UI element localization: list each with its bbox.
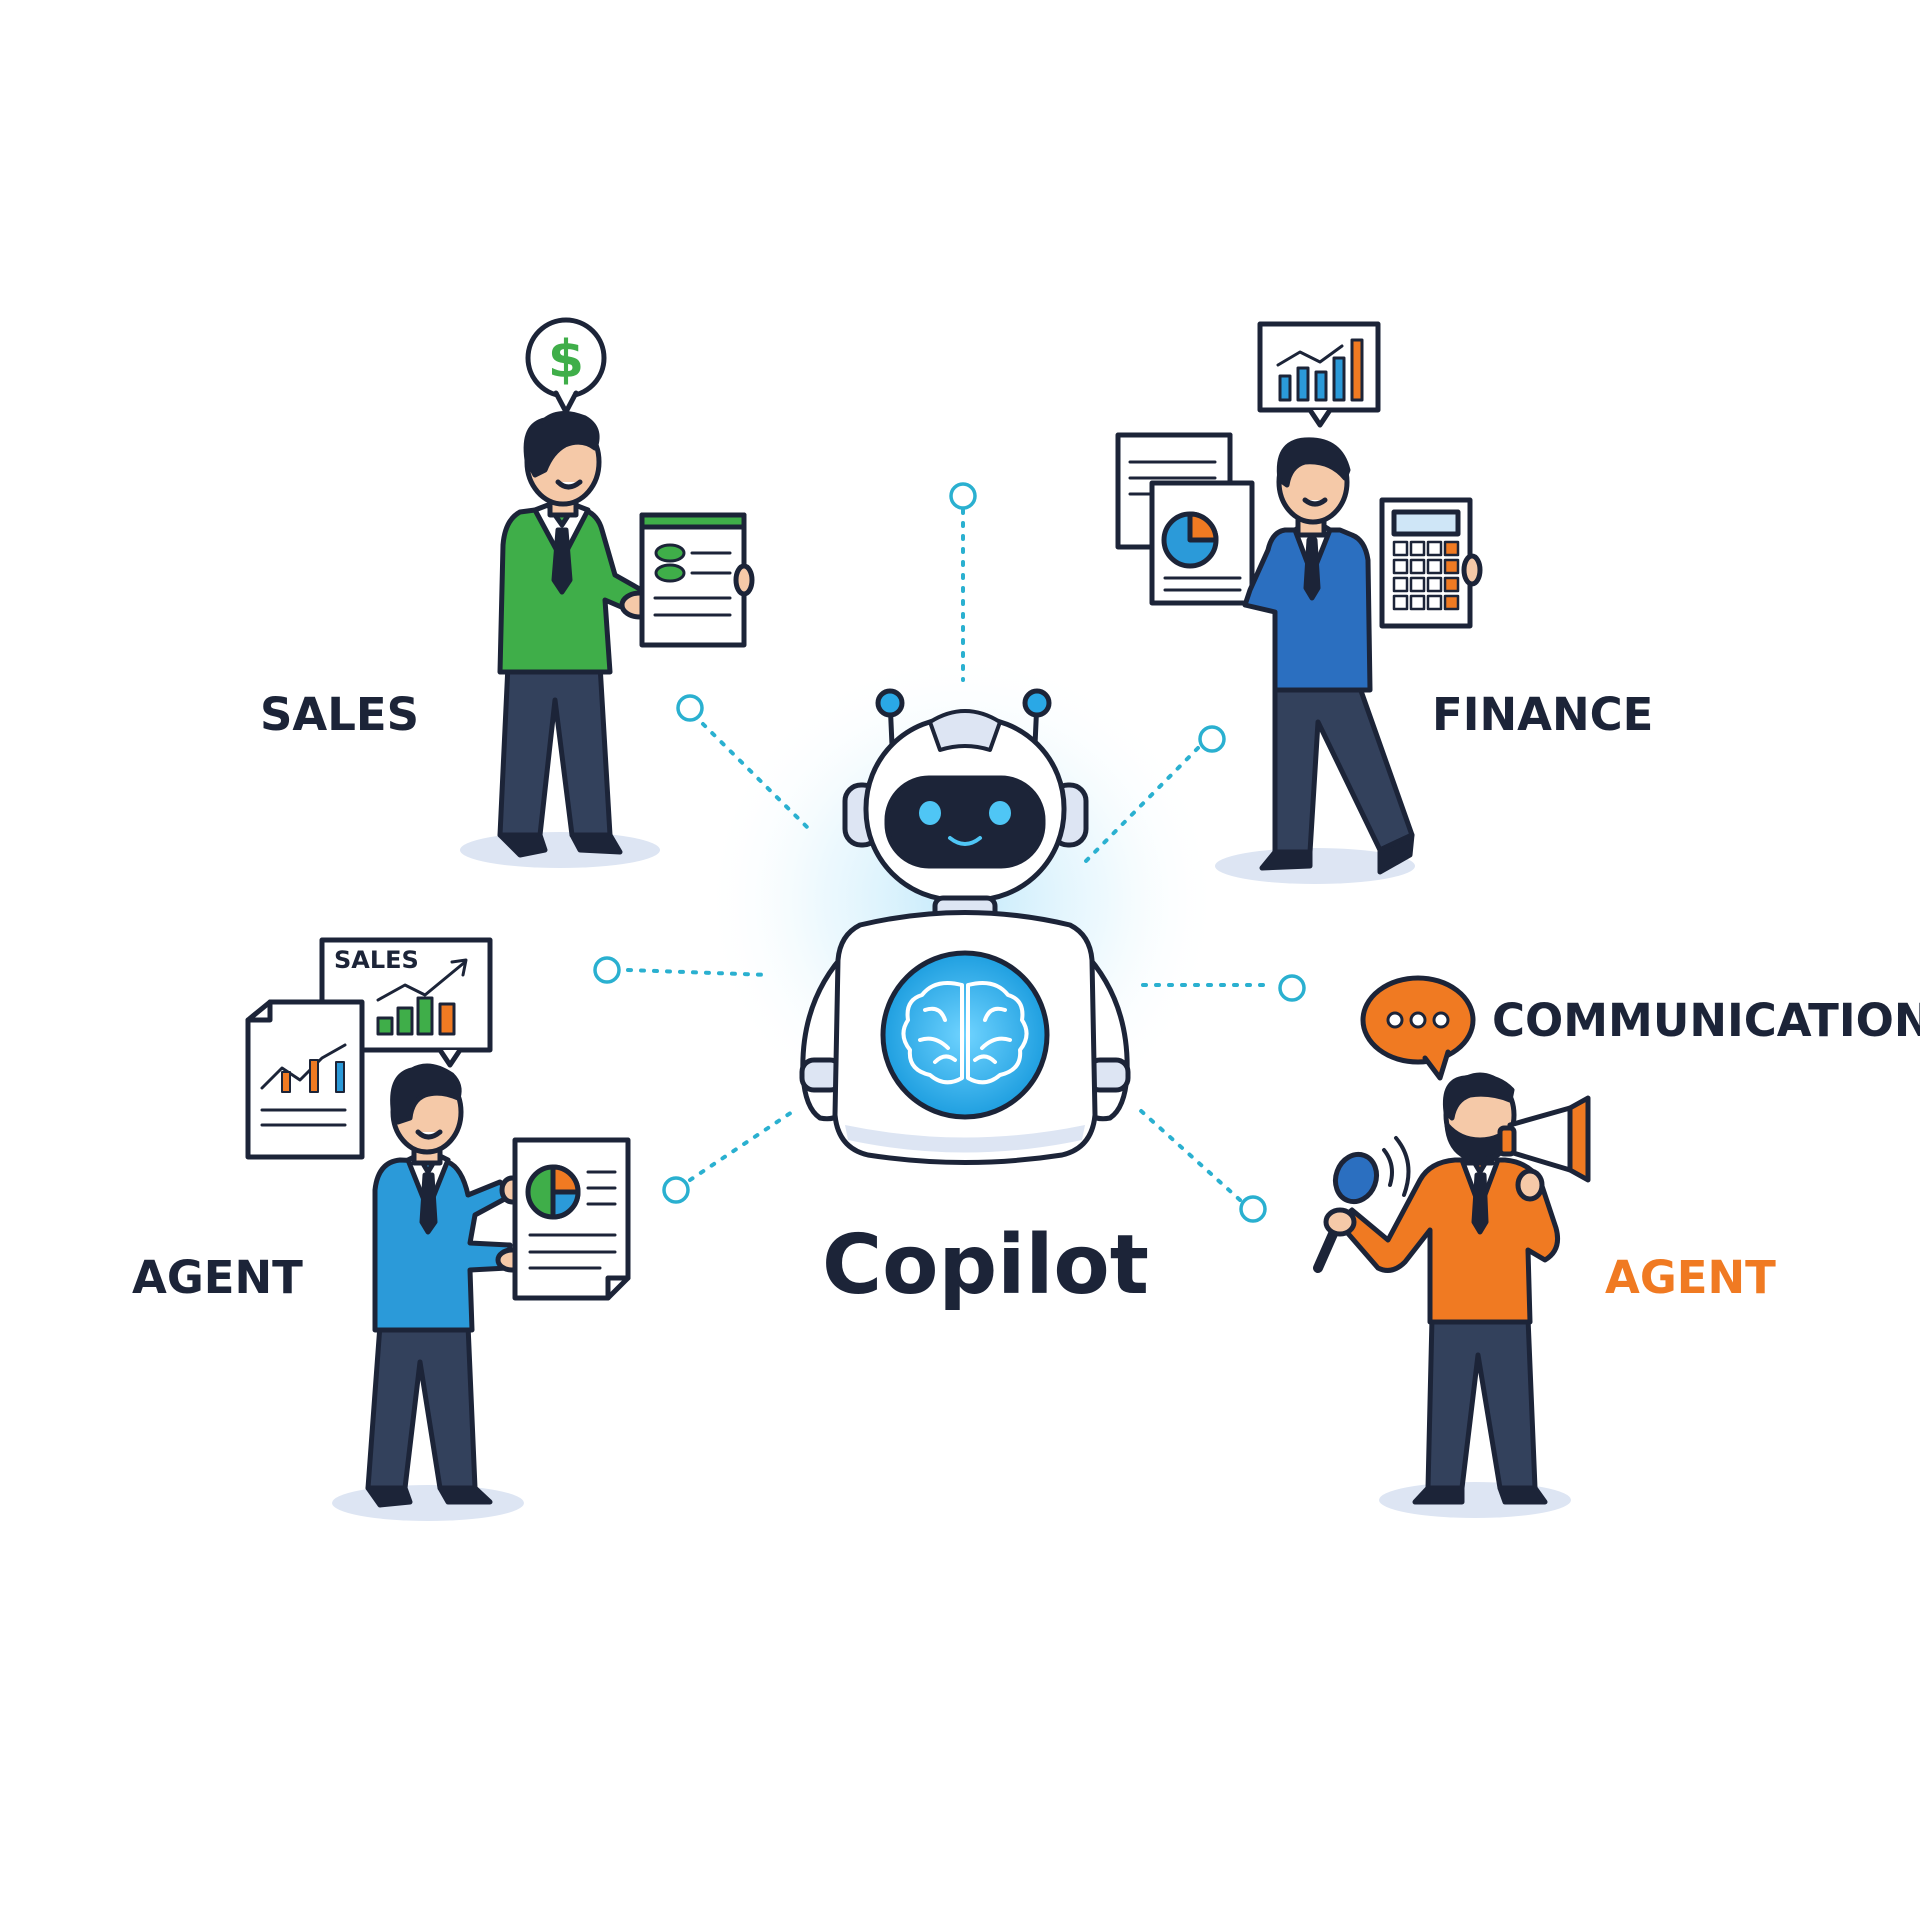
agent-left-document-front bbox=[512, 1137, 631, 1301]
connectors bbox=[626, 508, 1272, 1202]
copilot-robot bbox=[799, 688, 1131, 1165]
agent-right-legs bbox=[1425, 1315, 1538, 1491]
microphone-icon bbox=[1313, 1136, 1411, 1273]
robot-eye-right bbox=[989, 801, 1011, 825]
sales-doc-oval-bottom bbox=[654, 563, 686, 583]
sales-doc-oval-top bbox=[654, 543, 686, 563]
megaphone-icon bbox=[1497, 1095, 1591, 1183]
finance-chart-bubble bbox=[1257, 321, 1381, 428]
label-finance: FINANCE bbox=[1432, 688, 1654, 741]
node-upper-right bbox=[1198, 725, 1226, 753]
robot-smile bbox=[948, 836, 982, 846]
agent-right-figure bbox=[1313, 975, 1591, 1518]
sales-figure: $ bbox=[460, 317, 755, 868]
agent-left-figure: SALES bbox=[245, 937, 631, 1521]
node-left bbox=[593, 956, 621, 984]
speech-bubble-icon bbox=[1360, 975, 1476, 1081]
finance-jacket bbox=[1242, 527, 1373, 693]
pie-chart-icon bbox=[1161, 511, 1219, 569]
node-upper-left bbox=[676, 694, 704, 722]
connector-left bbox=[626, 968, 772, 977]
agent-left-shadow bbox=[332, 1485, 524, 1521]
robot-chest-screen bbox=[880, 950, 1050, 1120]
agent-left-jacket bbox=[372, 1157, 515, 1333]
sales-legs bbox=[497, 662, 613, 838]
node-right bbox=[1278, 974, 1306, 1002]
sales-document bbox=[639, 512, 747, 648]
calculator-icon bbox=[1379, 497, 1473, 629]
connector-lower-right bbox=[1138, 1108, 1242, 1202]
finance-shadow bbox=[1215, 848, 1415, 884]
node-lower-right bbox=[1239, 1195, 1267, 1223]
robot-face-screen bbox=[884, 775, 1046, 869]
connector-lower-left bbox=[688, 1108, 797, 1182]
agent-left-document-back bbox=[245, 999, 365, 1160]
node-lower-left bbox=[662, 1176, 690, 1204]
finance-legs bbox=[1272, 685, 1415, 855]
sales-chart-word: SALES bbox=[334, 946, 419, 974]
connector-upper-left bbox=[701, 722, 812, 832]
hub-title: Copilot bbox=[822, 1218, 1149, 1313]
label-sales: SALES bbox=[260, 688, 420, 741]
antenna-left-tip bbox=[875, 688, 905, 718]
antenna-right-tip bbox=[1022, 688, 1052, 718]
label-agent-right: AGENT bbox=[1605, 1251, 1776, 1304]
label-communication: COMMUNICATION bbox=[1492, 994, 1920, 1047]
brain-icon bbox=[901, 981, 1029, 1085]
sales-shadow bbox=[460, 832, 660, 868]
sales-dollar-bubble: $ bbox=[525, 317, 607, 415]
dollar-icon: $ bbox=[548, 330, 584, 390]
label-agent-left: AGENT bbox=[132, 1251, 303, 1304]
bar-chart-icon bbox=[1276, 338, 1364, 402]
finance-documents bbox=[1115, 432, 1255, 606]
connector-nodes bbox=[593, 482, 1306, 1223]
finance-figure bbox=[1115, 321, 1483, 884]
node-top bbox=[949, 482, 977, 510]
pie-chart-icon bbox=[525, 1164, 581, 1220]
robot-eye-left bbox=[919, 801, 941, 825]
bar-chart-icon bbox=[376, 958, 468, 1036]
agent-left-legs bbox=[365, 1322, 478, 1491]
connector-upper-right bbox=[1083, 746, 1200, 864]
